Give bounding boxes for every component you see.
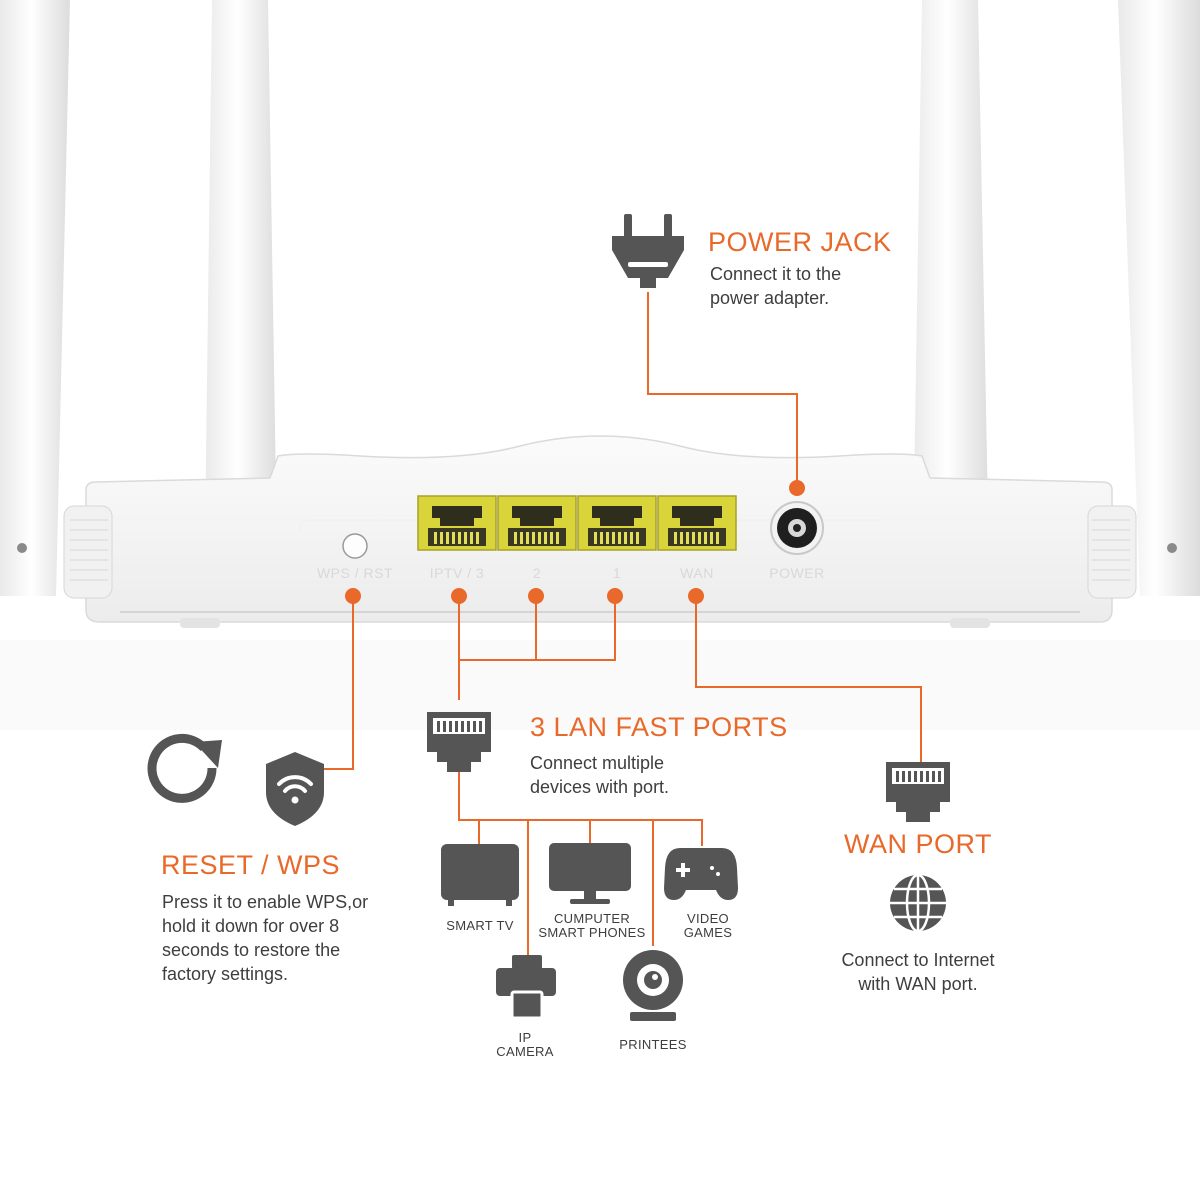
device-label-smart-tv: SMART TV bbox=[446, 918, 514, 933]
lan-ports-desc-line2: devices with port. bbox=[530, 777, 670, 797]
tv-icon bbox=[441, 844, 519, 906]
wifi-shield-icon bbox=[266, 752, 324, 826]
floor-reflection bbox=[0, 640, 1200, 730]
computer-icon bbox=[549, 843, 631, 904]
connector-lines bbox=[322, 292, 922, 955]
connector-dots bbox=[345, 480, 805, 604]
power-plug-icon bbox=[612, 214, 684, 288]
label-wan: WAN bbox=[680, 565, 714, 581]
port-iptv3 bbox=[417, 495, 497, 551]
antenna-hinge-left bbox=[63, 505, 113, 599]
lan-ports-title: 3 LAN FAST PORTS bbox=[530, 712, 788, 742]
antenna-right-screw bbox=[1167, 543, 1177, 553]
antenna-left-outer bbox=[0, 0, 70, 596]
port-lan1 bbox=[577, 495, 657, 551]
device-label-computer-line1: CUMPUTER bbox=[553, 911, 631, 926]
port-wan bbox=[657, 495, 737, 551]
reset-wps-title: RESET / WPS bbox=[161, 850, 341, 880]
device-label-printer: PRINTEES bbox=[619, 1037, 687, 1052]
refresh-icon bbox=[147, 733, 222, 803]
power-jack-title: POWER JACK bbox=[708, 227, 892, 257]
lan-ports-desc-line1: Connect multiple bbox=[530, 753, 665, 773]
antenna-right-inner bbox=[912, 0, 990, 612]
device-label-camera-line1: IP bbox=[518, 1030, 532, 1045]
webcam-icon bbox=[623, 950, 683, 1021]
power-jack-desc-line1: Connect it to the bbox=[710, 264, 842, 284]
wan-port-title: WAN PORT bbox=[843, 829, 992, 859]
power-jack-desc-line2: power adapter. bbox=[710, 288, 830, 308]
wan-port-desc-line1: Connect to Internet bbox=[841, 950, 995, 970]
antenna-left-screw bbox=[17, 543, 27, 553]
label-lan1: 1 bbox=[612, 565, 622, 581]
label-wps-rst: WPS / RST bbox=[316, 565, 394, 581]
label-iptv3: IPTV / 3 bbox=[429, 565, 485, 581]
reset-wps-desc-line4: factory settings. bbox=[162, 964, 289, 984]
gamepad-icon bbox=[664, 848, 738, 900]
antenna-left-inner bbox=[204, 0, 278, 612]
wan-port-desc-line2: with WAN port. bbox=[858, 974, 978, 994]
power-jack-socket bbox=[770, 501, 824, 555]
lan-connector-icon bbox=[427, 712, 491, 772]
device-label-games-line2: GAMES bbox=[683, 925, 733, 940]
port-lan2 bbox=[497, 495, 577, 551]
label-lan2: 2 bbox=[532, 565, 542, 581]
device-label-computer-line2: SMART PHONES bbox=[538, 925, 646, 940]
globe-icon bbox=[890, 873, 946, 933]
reset-wps-desc-line3: seconds to restore the bbox=[162, 940, 341, 960]
antenna-right-outer bbox=[1118, 0, 1200, 596]
antenna-hinge-right bbox=[1087, 505, 1137, 599]
wan-connector-icon bbox=[886, 762, 950, 822]
wps-rst-button bbox=[342, 533, 368, 559]
label-power: POWER bbox=[769, 565, 825, 581]
device-label-games-line1: VIDEO bbox=[687, 911, 729, 926]
reset-wps-desc-line2: hold it down for over 8 bbox=[162, 916, 340, 936]
reset-wps-desc-line1: Press it to enable WPS,or bbox=[162, 892, 369, 912]
printer-icon bbox=[496, 955, 556, 1020]
device-label-camera-line2: CAMERA bbox=[496, 1044, 554, 1059]
